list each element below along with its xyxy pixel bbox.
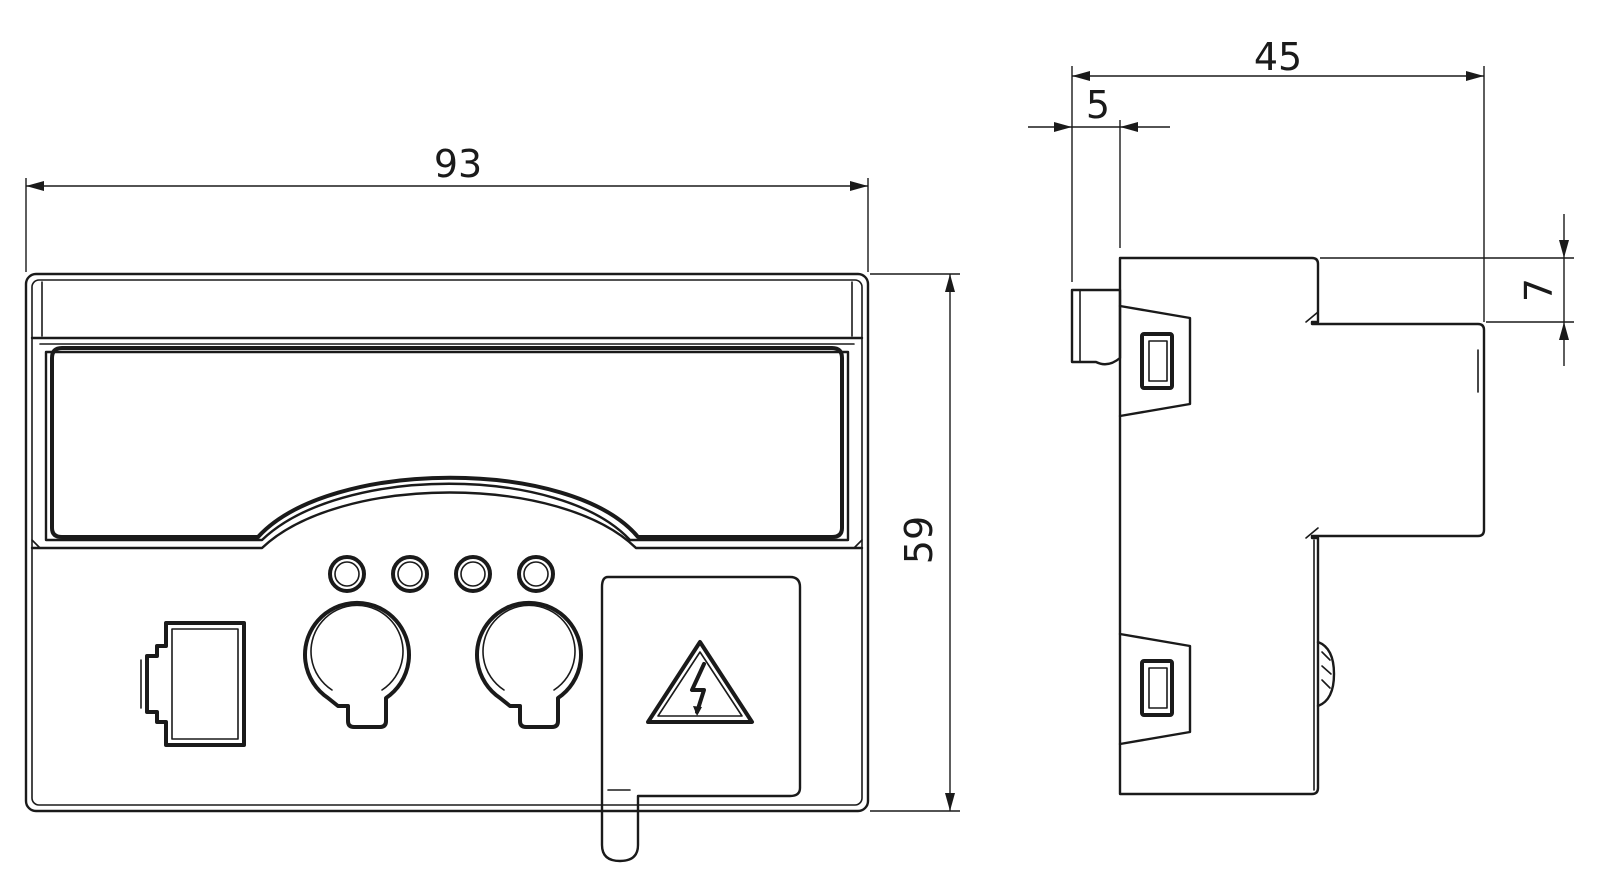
clip-bottom-slot-icon: [1140, 659, 1174, 717]
led-indicator-inner: [460, 561, 486, 587]
clip-bottom: [1118, 632, 1192, 746]
hazard-cover: [600, 575, 802, 863]
terminal-left-icon: [303, 600, 411, 729]
depth-dimension: 45: [1071, 35, 1485, 322]
indicator-leds: [328, 555, 555, 593]
clip-top-slot-icon: [1140, 332, 1174, 390]
side-body-step-bottom: [1305, 527, 1319, 539]
electric-hazard-icon: [646, 640, 754, 724]
front-housing-outline: [24, 272, 870, 813]
step-dimension: 7: [1320, 214, 1574, 366]
front-housing-inner-outline: [31, 279, 863, 806]
lower-panel-right-notch: [853, 539, 863, 549]
side-view: 45 5 7: [1028, 35, 1574, 796]
step-label: 7: [1517, 278, 1561, 302]
lower-panel-line: [30, 491, 864, 550]
side-body-outline: [1118, 256, 1486, 796]
lower-panel-left-notch: [31, 539, 41, 549]
clip-top-slot-inner: [1148, 340, 1168, 382]
led-indicator-icon: [517, 555, 555, 593]
height-label: 59: [897, 516, 941, 564]
offset-label: 5: [1086, 83, 1110, 127]
width-dimension: 93: [25, 142, 869, 272]
side-screw-icon: [1316, 640, 1336, 708]
offset-dimension: 5: [1028, 83, 1170, 248]
display-window: [50, 346, 844, 539]
depth-label: 45: [1254, 35, 1302, 79]
clip-bottom-slot-inner: [1148, 667, 1168, 709]
width-label: 93: [434, 142, 482, 186]
led-indicator-icon: [454, 555, 492, 593]
led-indicator-inner: [397, 561, 423, 587]
display-window-frame: [44, 350, 850, 542]
led-indicator-icon: [391, 555, 429, 593]
mounting-foot: [1070, 288, 1122, 366]
terminal-right-icon: [475, 600, 583, 729]
side-body-step-top: [1305, 311, 1319, 323]
led-indicator-inner: [523, 561, 549, 587]
height-dimension: 59: [870, 273, 960, 812]
side-screw-thread: [1321, 651, 1332, 689]
clip-top: [1118, 304, 1192, 418]
front-view: 93 59: [24, 142, 960, 863]
led-indicator-icon: [328, 555, 366, 593]
led-indicator-inner: [334, 561, 360, 587]
rj-jack-icon: [140, 621, 246, 747]
